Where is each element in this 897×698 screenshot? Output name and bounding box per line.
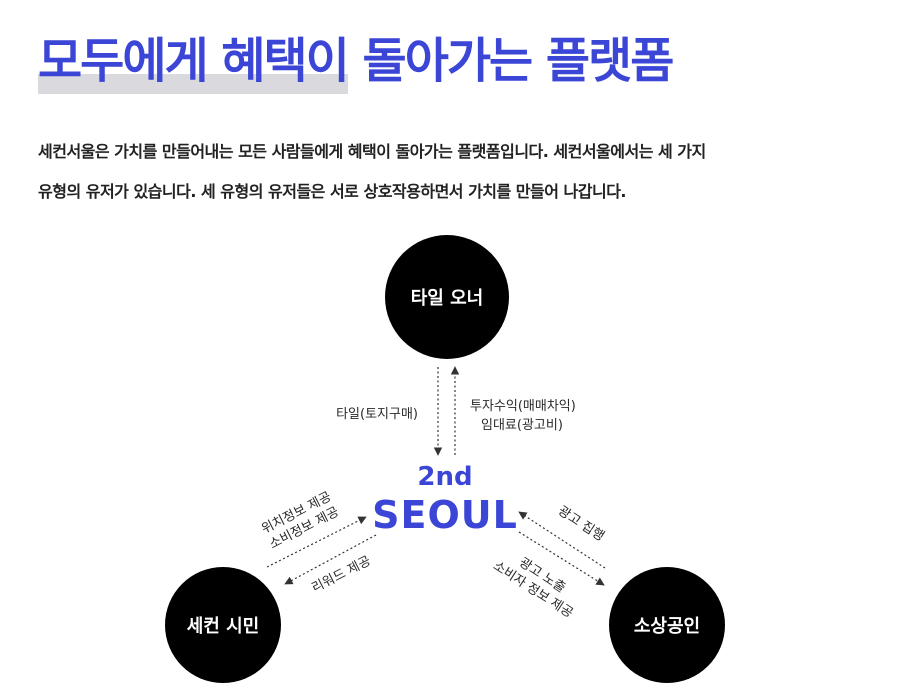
label-merchant-to-center: 광고 집행 bbox=[555, 503, 607, 545]
page-title: 모두에게 혜택이 돌아가는 플랫폼 bbox=[38, 33, 674, 89]
label-group-merchant-to-center: 광고 집행 bbox=[555, 503, 607, 545]
node-merchant-label: 소상공인 bbox=[634, 616, 700, 637]
title-block: 모두에게 혜택이 돌아가는 플랫폼 bbox=[38, 26, 674, 96]
arrow-center-to-merchant bbox=[518, 531, 605, 586]
label-group-citizen-to-center: 위치정보 제공 소비정보 제공 bbox=[259, 489, 341, 552]
description-line-1: 세컨서울은 가치를 만들어내는 모든 사람들에게 혜택이 돌아가는 플랫폼입니다… bbox=[38, 142, 706, 161]
label-group-center-to-citizen: 리워드 제공 bbox=[310, 554, 374, 596]
node-citizen: 세컨 시민 bbox=[165, 567, 281, 683]
node-tile-owner-label: 타일 오너 bbox=[411, 288, 484, 309]
center-logo: 2nd SEOUL bbox=[372, 462, 518, 537]
title-highlight bbox=[38, 74, 348, 94]
label-center-to-owner-2: 임대료(광고비) bbox=[481, 418, 563, 433]
arrow-merchant-to-center bbox=[518, 511, 606, 569]
center-logo-line-1: 2nd bbox=[417, 462, 472, 492]
label-owner-to-center: 타일(토지구매) bbox=[336, 407, 418, 422]
arrow-citizen-to-center bbox=[266, 516, 367, 568]
node-merchant: 소상공인 bbox=[609, 567, 725, 683]
node-citizen-label: 세컨 시민 bbox=[187, 616, 260, 637]
description: 세컨서울은 가치를 만들어내는 모든 사람들에게 혜택이 돌아가는 플랫폼입니다… bbox=[38, 132, 878, 212]
center-logo-line-2: SEOUL bbox=[372, 493, 518, 537]
arrow-center-to-citizen bbox=[284, 534, 377, 585]
node-tile-owner: 타일 오너 bbox=[385, 235, 509, 359]
label-center-to-citizen: 리워드 제공 bbox=[310, 554, 374, 596]
description-line-2: 유형의 유저가 있습니다. 세 유형의 유저들은 서로 상호작용하면서 가치를 … bbox=[38, 182, 627, 201]
label-center-to-owner-1: 투자수익(매매차익) bbox=[470, 399, 576, 414]
label-group-center-to-merchant: 광고 노출 소비자 정보 제공 bbox=[490, 555, 575, 621]
